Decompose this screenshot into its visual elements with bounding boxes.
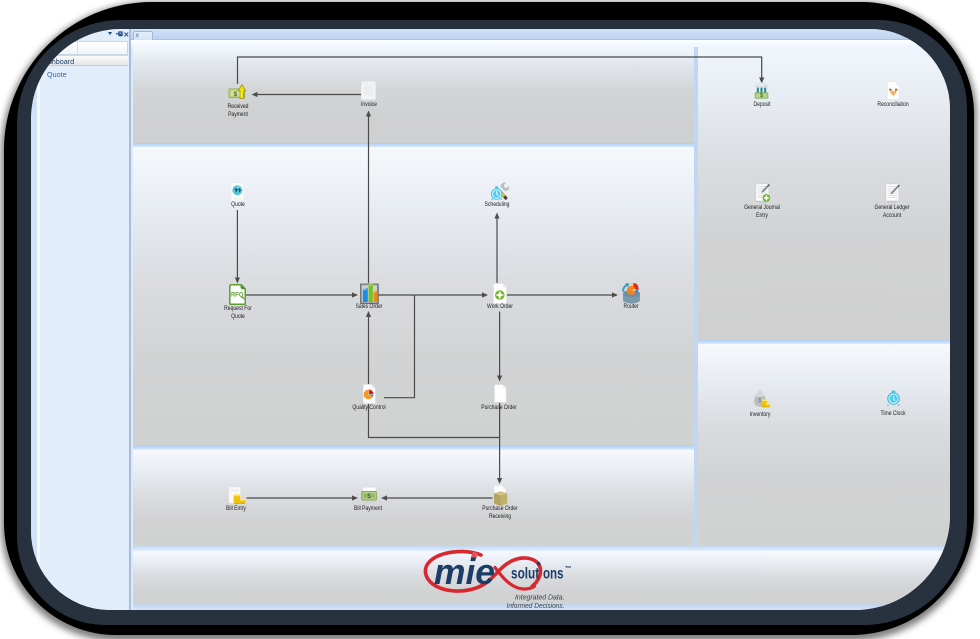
svg-text:™: ™ — [565, 566, 572, 573]
svg-text:mie: mie — [434, 551, 495, 592]
svg-text:ons: ons — [543, 566, 564, 583]
svg-text:Informed Decisions.: Informed Decisions. — [507, 601, 565, 610]
svg-text:RFQ: RFQ — [231, 291, 244, 298]
svg-text:$: $ — [758, 397, 762, 404]
svg-text:$: $ — [760, 93, 763, 99]
svg-text:Integrated Data.: Integrated Data. — [515, 593, 565, 602]
svg-text:solut: solut — [511, 566, 540, 583]
svg-text:$: $ — [234, 91, 238, 98]
svg-text:$: $ — [367, 493, 371, 500]
